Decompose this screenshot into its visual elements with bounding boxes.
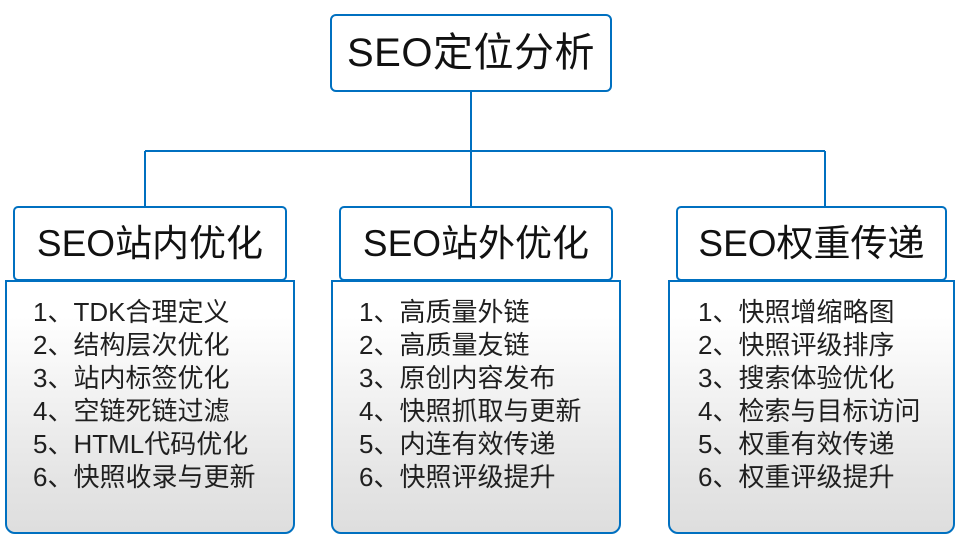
list-item: 6、 快照评级提升 xyxy=(359,461,619,494)
list-item: 1、 高质量外链 xyxy=(359,296,619,329)
branch-header-1[interactable]: SEO站内优化 xyxy=(13,206,287,281)
list-item: 2、 快照评级排序 xyxy=(698,329,953,362)
branch-body-3: 1、 快照增缩略图 2、 快照评级排序 3、 搜索体验优化 4、 检索与目标访问… xyxy=(668,280,955,534)
list-item-index: 1、 xyxy=(359,297,400,327)
list-item: 4、 检索与目标访问 xyxy=(698,395,953,428)
branch-item-list-1: 1、 TDK合理定义 2、 结构层次优化 3、 站内标签优化 4、 空链死链过滤… xyxy=(7,296,293,494)
list-item-label: HTML代码优化 xyxy=(73,429,249,459)
list-item: 6、 快照收录与更新 xyxy=(33,461,293,494)
branch-title-3: SEO权重传递 xyxy=(698,223,925,264)
list-item-label: 高质量友链 xyxy=(399,330,530,360)
list-item: 3、 站内标签优化 xyxy=(33,362,293,395)
list-item-label: 高质量外链 xyxy=(399,297,530,327)
branch-title-1: SEO站内优化 xyxy=(36,223,264,264)
list-item: 5、 内连有效传递 xyxy=(359,428,619,461)
list-item: 1、 TDK合理定义 xyxy=(33,296,293,329)
branch-column-3: SEO权重传递 1、 快照增缩略图 2、 快照评级排序 3、 搜索体验优化 4、 xyxy=(668,206,955,534)
list-item-index: 3、 xyxy=(698,363,739,393)
list-item-label: 结构层次优化 xyxy=(73,330,230,360)
branch-item-list-3: 1、 快照增缩略图 2、 快照评级排序 3、 搜索体验优化 4、 检索与目标访问… xyxy=(670,296,953,494)
list-item-label: 内连有效传递 xyxy=(399,429,556,459)
branch-item-list-2: 1、 高质量外链 2、 高质量友链 3、 原创内容发布 4、 快照抓取与更新 5… xyxy=(333,296,619,494)
list-item: 5、 权重有效传递 xyxy=(698,428,953,461)
branch-header-2[interactable]: SEO站外优化 xyxy=(339,206,613,281)
list-item-index: 1、 xyxy=(33,297,74,327)
list-item: 3、 原创内容发布 xyxy=(359,362,619,395)
list-item: 5、 HTML代码优化 xyxy=(33,428,293,461)
list-item: 6、 权重评级提升 xyxy=(698,461,953,494)
list-item: 1、 快照增缩略图 xyxy=(698,296,953,329)
list-item-index: 2、 xyxy=(698,330,739,360)
root-node[interactable]: SEO定位分析 xyxy=(330,14,612,92)
root-node-title: SEO定位分析 xyxy=(347,31,595,75)
list-item: 4、 空链死链过滤 xyxy=(33,395,293,428)
list-item-index: 6、 xyxy=(698,462,739,492)
list-item-label: 快照评级排序 xyxy=(738,330,895,360)
list-item-index: 5、 xyxy=(698,429,739,459)
list-item-label: 快照评级提升 xyxy=(399,462,556,492)
list-item-index: 5、 xyxy=(359,429,400,459)
list-item-label: 快照增缩略图 xyxy=(738,297,895,327)
list-item-label: 权重有效传递 xyxy=(738,429,895,459)
list-item-index: 1、 xyxy=(698,297,739,327)
list-item: 3、 搜索体验优化 xyxy=(698,362,953,395)
branch-title-2: SEO站外优化 xyxy=(362,223,590,264)
list-item-index: 4、 xyxy=(33,396,74,426)
list-item-label: 空链死链过滤 xyxy=(73,396,230,426)
list-item-label: 快照抓取与更新 xyxy=(399,396,582,426)
list-item-label: 搜索体验优化 xyxy=(738,363,895,393)
branch-body-1: 1、 TDK合理定义 2、 结构层次优化 3、 站内标签优化 4、 空链死链过滤… xyxy=(5,280,295,534)
branch-header-3[interactable]: SEO权重传递 xyxy=(676,206,947,281)
list-item-index: 4、 xyxy=(698,396,739,426)
list-item: 2、 高质量友链 xyxy=(359,329,619,362)
list-item-index: 2、 xyxy=(359,330,400,360)
list-item-index: 5、 xyxy=(33,429,74,459)
list-item-index: 6、 xyxy=(359,462,400,492)
list-item-index: 3、 xyxy=(33,363,74,393)
branch-body-2: 1、 高质量外链 2、 高质量友链 3、 原创内容发布 4、 快照抓取与更新 5… xyxy=(331,280,621,534)
list-item-index: 4、 xyxy=(359,396,400,426)
list-item-index: 2、 xyxy=(33,330,74,360)
list-item-label: 检索与目标访问 xyxy=(738,396,921,426)
branch-column-2: SEO站外优化 1、 高质量外链 2、 高质量友链 3、 原创内容发布 4、 快 xyxy=(331,206,621,534)
list-item-label: TDK合理定义 xyxy=(73,297,230,327)
list-item: 4、 快照抓取与更新 xyxy=(359,395,619,428)
list-item-label: 快照收录与更新 xyxy=(73,462,256,492)
list-item-label: 权重评级提升 xyxy=(738,462,895,492)
branch-column-1: SEO站内优化 1、 TDK合理定义 2、 结构层次优化 3、 站内标签优化 4… xyxy=(5,206,295,534)
list-item-index: 6、 xyxy=(33,462,74,492)
list-item-index: 3、 xyxy=(359,363,400,393)
list-item: 2、 结构层次优化 xyxy=(33,329,293,362)
list-item-label: 原创内容发布 xyxy=(399,363,556,393)
list-item-label: 站内标签优化 xyxy=(73,363,230,393)
